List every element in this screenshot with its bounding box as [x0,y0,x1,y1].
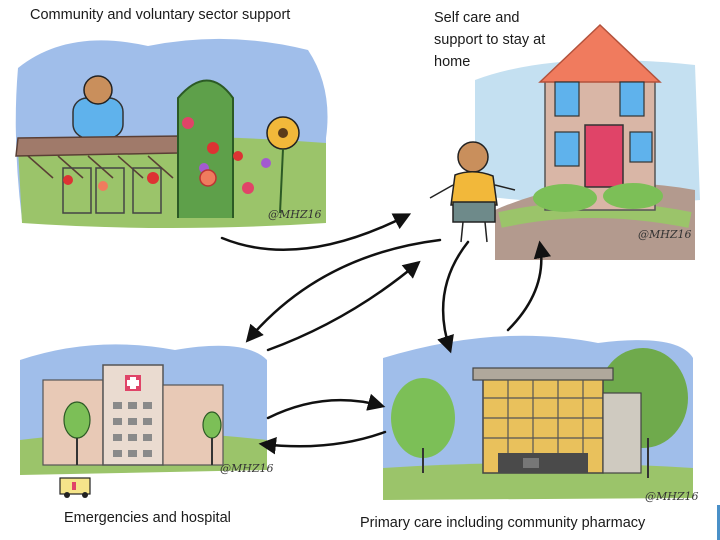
artist-signature-home: @MHZ16 [638,228,692,241]
home-self-care-illustration [429,23,700,260]
artist-signature-community: @MHZ16 [268,208,322,221]
arrow-home-to-hospital [245,238,442,343]
label-self-care: Self care and support to stay at home [434,10,546,70]
arrow-hospital-to-primary [266,393,386,420]
arrow-primary-to-home [506,240,552,332]
artist-signature-primary: @MHZ16 [645,490,699,503]
label-community-voluntary-support: Community and voluntary sector support [30,7,291,23]
arrow-primary-to-hospital [258,430,387,455]
primary-care-building-illustration [383,335,693,500]
arrow-hospital-to-home [266,260,421,352]
label-primary-care: Primary care including community pharmac… [360,515,646,531]
artist-signature-hospital: @MHZ16 [220,462,274,475]
label-emergencies-hospital: Emergencies and hospital [64,510,231,526]
edge-accent-bar [717,505,720,540]
hospital-illustration [20,344,267,498]
arrow-home-to-primary [437,240,470,354]
community-garden-illustration [15,38,328,228]
arrow-community-to-home [220,213,412,251]
